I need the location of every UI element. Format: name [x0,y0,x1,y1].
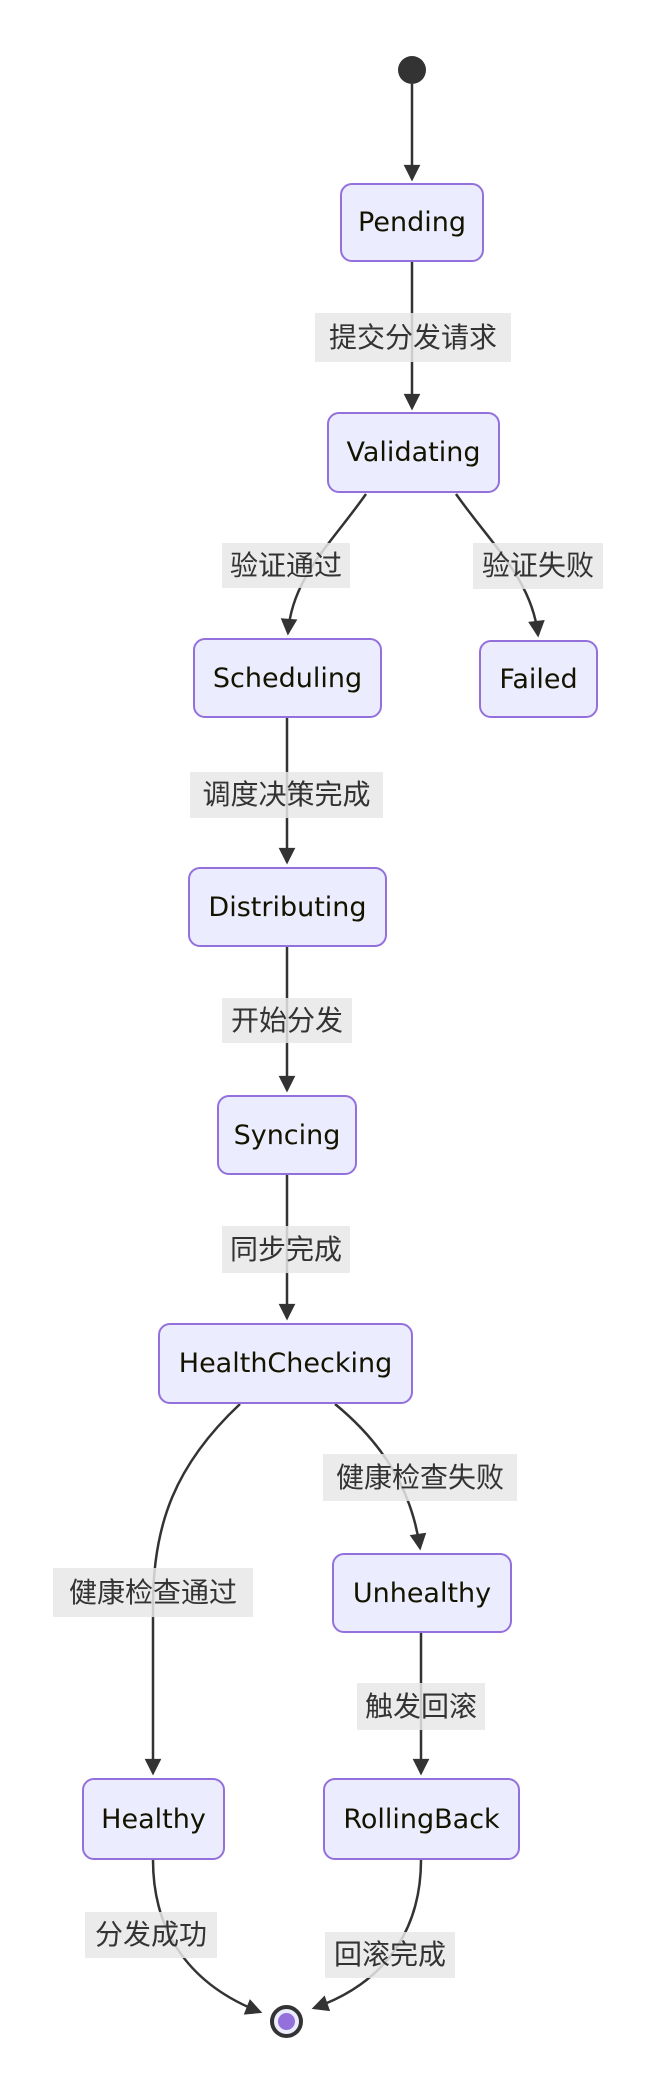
transition-label-validation-passed: 验证通过 [222,543,350,588]
final-state-node [270,2005,303,2038]
transition-label-scheduling-done: 调度决策完成 [190,772,383,818]
state-scheduling: Scheduling [193,638,382,718]
state-syncing: Syncing [217,1095,357,1175]
transition-label-submit-request: 提交分发请求 [315,313,511,362]
transition-label-start-distribution: 开始分发 [222,998,352,1043]
transition-label-healthcheck-passed: 健康检查通过 [53,1568,253,1617]
transition-label-trigger-rollback: 触发回滚 [357,1683,485,1730]
state-healthchecking: HealthChecking [158,1323,413,1404]
state-healthy: Healthy [82,1778,225,1860]
state-unhealthy: Unhealthy [332,1553,512,1633]
transition-label-healthcheck-failed: 健康检查失败 [323,1454,517,1501]
state-pending: Pending [340,183,484,262]
initial-state-node [398,56,426,84]
state-rollingback: RollingBack [323,1778,520,1860]
transition-label-sync-done: 同步完成 [222,1226,350,1273]
transition-label-rollback-done: 回滚完成 [325,1932,455,1978]
transition-label-validation-failed: 验证失败 [473,543,603,589]
state-failed: Failed [479,640,598,718]
state-validating: Validating [327,412,500,493]
transition-label-distribution-success: 分发成功 [85,1912,217,1958]
state-distributing: Distributing [188,867,387,947]
final-state-inner-dot [278,2013,295,2030]
